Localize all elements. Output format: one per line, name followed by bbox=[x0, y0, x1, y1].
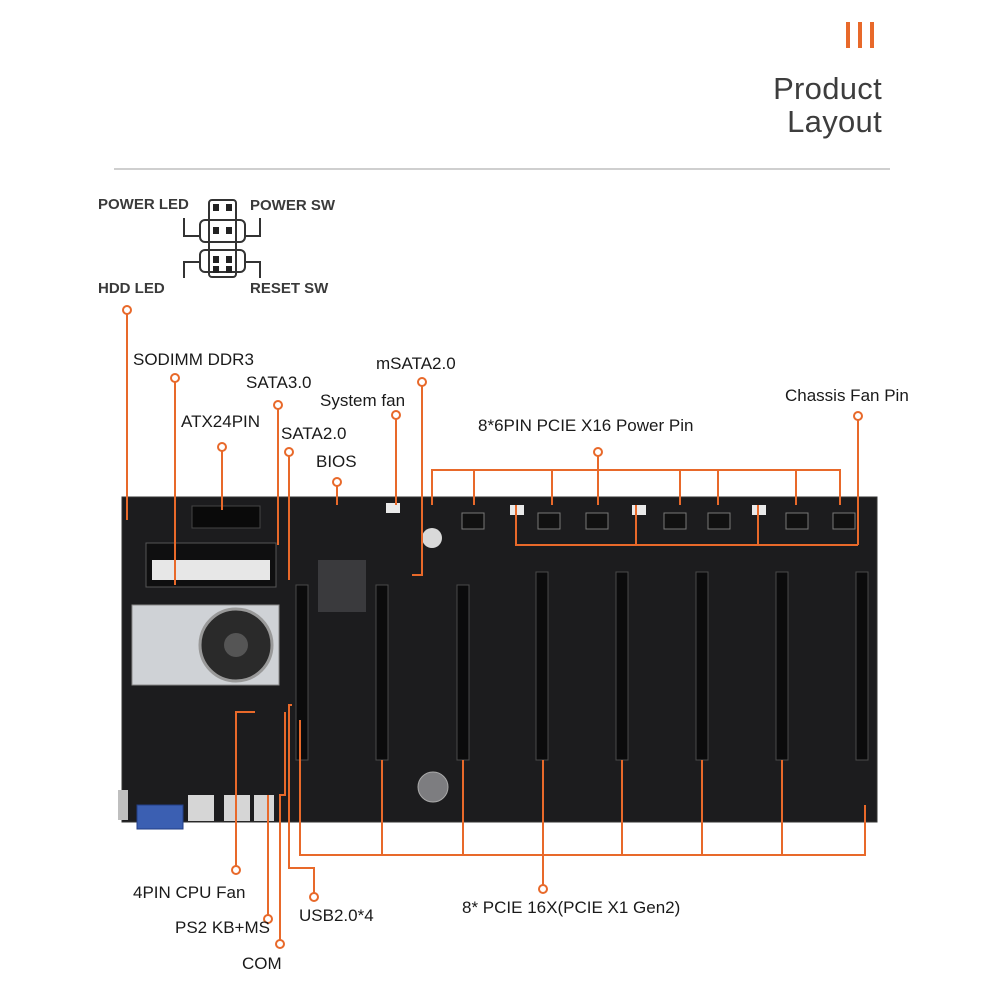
label-pcie-power: 8*6PIN PCIE X16 Power Pin bbox=[478, 416, 694, 435]
pcie-power-2 bbox=[537, 512, 561, 530]
pcie-slot-6 bbox=[695, 571, 709, 761]
label-sata2: SATA2.0 bbox=[281, 424, 347, 443]
callout-dots bbox=[122, 305, 863, 949]
pcie-power-3 bbox=[585, 512, 609, 530]
label-com: COM bbox=[242, 954, 282, 973]
vga-port bbox=[136, 804, 184, 830]
pcie-power-5 bbox=[707, 512, 731, 530]
label-reset-sw: RESET SW bbox=[250, 280, 329, 297]
pcie-power-1 bbox=[461, 512, 485, 530]
capacitor bbox=[422, 528, 442, 548]
pcie-power-6 bbox=[785, 512, 809, 530]
io-bracket bbox=[118, 790, 128, 820]
pcie-power-7 bbox=[832, 512, 856, 530]
label-chassis-fan: Chassis Fan Pin bbox=[785, 386, 909, 405]
header-divider bbox=[114, 168, 890, 170]
pcie-power-4 bbox=[663, 512, 687, 530]
title-line-2: Layout bbox=[787, 104, 882, 139]
label-pcie-slots: 8* PCIE 16X(PCIE X1 Gen2) bbox=[462, 898, 681, 917]
page-title: Product Layout bbox=[773, 72, 882, 138]
pcie-slot-3 bbox=[456, 584, 470, 761]
label-ps2: PS2 KB+MS bbox=[175, 918, 270, 937]
label-usb: USB2.0*4 bbox=[299, 906, 374, 925]
system-fan-header bbox=[386, 503, 400, 513]
pcie-slot-7 bbox=[775, 571, 789, 761]
pcie-slot-1 bbox=[295, 584, 309, 761]
front-panel-header-diagram bbox=[183, 199, 261, 278]
label-atx24: ATX24PIN bbox=[181, 412, 261, 431]
pcie-slot-2 bbox=[375, 584, 389, 761]
atx24-connector bbox=[191, 505, 261, 529]
label-power-sw: POWER SW bbox=[250, 197, 335, 214]
header-group-bottom bbox=[199, 249, 246, 273]
cmos-battery bbox=[417, 771, 449, 803]
header-group-top bbox=[199, 219, 246, 243]
label-bios: BIOS bbox=[316, 452, 357, 471]
pcie-slot-8 bbox=[855, 571, 869, 761]
usb-port-1 bbox=[188, 795, 214, 821]
fan-header-2 bbox=[632, 505, 646, 515]
title-line-1: Product bbox=[773, 71, 882, 106]
label-system-fan: System fan bbox=[320, 391, 406, 410]
sodimm-contact bbox=[152, 560, 270, 580]
label-msata: mSATA2.0 bbox=[376, 354, 456, 373]
chipset-heatsink bbox=[318, 560, 366, 612]
header-outline bbox=[208, 199, 237, 278]
usb-port-3 bbox=[254, 795, 274, 821]
label-cpu-fan: 4PIN CPU Fan bbox=[133, 883, 246, 902]
label-hdd-led: HDD LED bbox=[98, 280, 165, 297]
pcie-slot-4 bbox=[535, 571, 549, 761]
callout-lines bbox=[126, 310, 866, 940]
header-accent-bars bbox=[846, 22, 882, 53]
label-sodimm: SODIMM DDR3 bbox=[133, 350, 254, 369]
pcie-slot-5 bbox=[615, 571, 629, 761]
label-sata3: SATA3.0 bbox=[246, 373, 312, 392]
label-power-led: POWER LED bbox=[98, 196, 189, 213]
